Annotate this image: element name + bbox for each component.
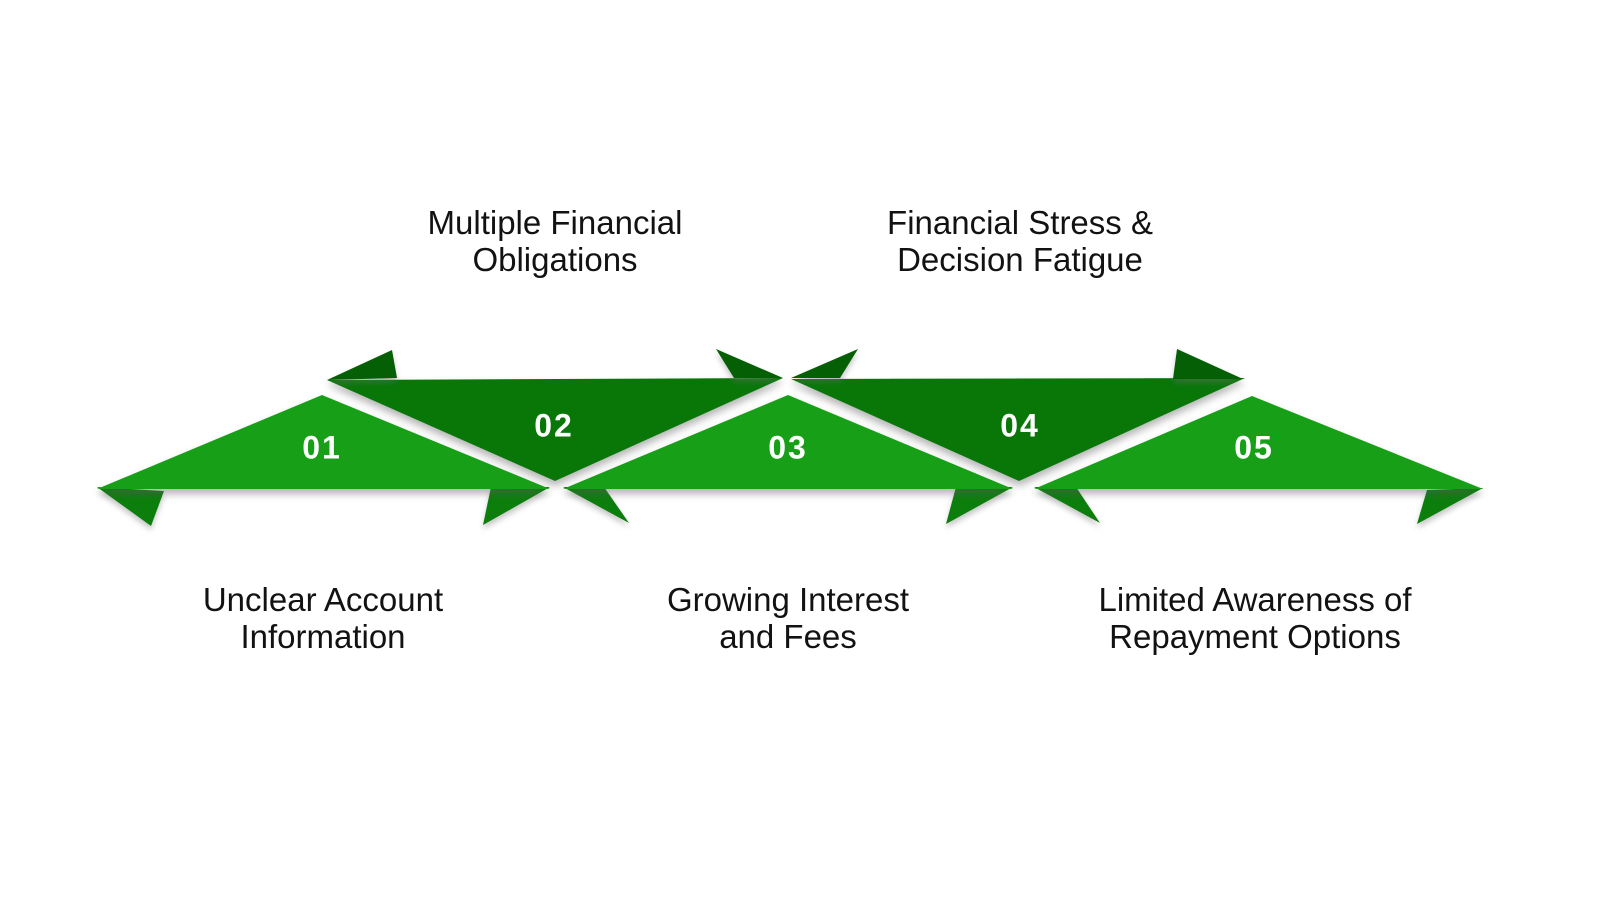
step-05-number: 05 bbox=[1234, 429, 1274, 466]
step-01-number: 01 bbox=[302, 429, 342, 466]
step-04-number: 04 bbox=[1000, 407, 1040, 444]
step-02-triangle bbox=[327, 378, 783, 481]
step-01-left-tail-fold bbox=[97, 487, 164, 526]
step-02-number: 02 bbox=[534, 407, 574, 444]
step-05-label-line-2: Repayment Options bbox=[1109, 618, 1401, 655]
step-04-triangle bbox=[791, 378, 1245, 481]
step-02-label: Multiple Financial Obligations bbox=[428, 204, 683, 278]
step-03-left-tail-fold bbox=[563, 487, 629, 523]
step-02-left-arrow-fold bbox=[327, 350, 397, 380]
step-02-label-line-2: Obligations bbox=[472, 241, 638, 278]
step-01-triangle bbox=[97, 395, 550, 489]
step-03-number: 03 bbox=[768, 429, 808, 466]
dark-ribbon-triangles bbox=[327, 378, 1245, 481]
step-01-label-line-2: Information bbox=[240, 618, 406, 655]
step-03-label-line-1: Growing Interest bbox=[666, 581, 910, 618]
step-04-right-arrow-fold bbox=[1173, 349, 1243, 379]
step-01-label-line-1: Unclear Account bbox=[202, 581, 444, 618]
dark-ribbon-folds bbox=[327, 349, 1243, 380]
step-02-label-line-1: Multiple Financial bbox=[427, 204, 683, 241]
step-02-right-arrow-fold bbox=[716, 349, 783, 378]
step-05-right-tail-fold bbox=[1417, 488, 1483, 524]
step-03-right-tail-fold bbox=[946, 487, 1013, 524]
step-04-label-line-1: Financial Stress & bbox=[887, 204, 1153, 241]
step-05-left-tail-fold bbox=[1034, 487, 1100, 523]
step-01-label: Unclear Account Information bbox=[203, 581, 443, 655]
step-04-left-arrow-fold bbox=[791, 349, 858, 378]
step-04-label-line-2: Decision Fatigue bbox=[897, 241, 1143, 278]
step-04-label: Financial Stress & Decision Fatigue bbox=[887, 204, 1153, 278]
step-01-right-tail-fold bbox=[483, 487, 550, 525]
step-05-label: Limited Awareness of Repayment Options bbox=[1098, 581, 1411, 655]
step-03-triangle bbox=[563, 395, 1013, 489]
step-03-label-line-2: and Fees bbox=[719, 618, 857, 655]
light-ribbon-folds bbox=[97, 487, 1483, 526]
step-03-label: Growing Interest and Fees bbox=[667, 581, 909, 655]
step-05-triangle bbox=[1034, 396, 1483, 489]
light-ribbon-triangles bbox=[97, 395, 1483, 489]
step-05-label-line-1: Limited Awareness of bbox=[1098, 581, 1412, 618]
